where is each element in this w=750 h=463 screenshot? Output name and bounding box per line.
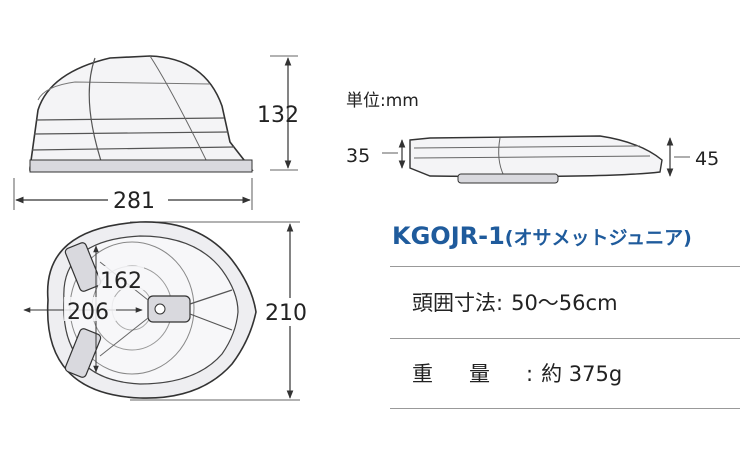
dim-depth-210: 210 bbox=[130, 221, 326, 401]
dim-folded-45: 45 bbox=[666, 137, 719, 177]
dim-inner-depth-label: 162 bbox=[100, 269, 142, 294]
spec-head-size: 頭囲寸法:50〜56cm bbox=[412, 291, 618, 315]
helmet-side-view bbox=[29, 55, 254, 173]
spec-head-size-value: 50〜56cm bbox=[511, 291, 618, 315]
spec-head-size-label: 頭囲寸法 bbox=[412, 291, 496, 315]
spec-weight: 重量:約 375g bbox=[412, 362, 623, 386]
dim-folded-right-label: 45 bbox=[695, 148, 719, 170]
spec-weight-label: 重量 bbox=[412, 362, 526, 386]
dim-height-label: 132 bbox=[257, 103, 299, 128]
dim-inner-162: 162 bbox=[93, 245, 144, 373]
divider-top bbox=[390, 266, 740, 267]
divider-middle bbox=[390, 338, 740, 339]
helmet-folded-view bbox=[409, 135, 663, 184]
dim-folded-left-label: 35 bbox=[346, 145, 370, 167]
unit-label: 単位:mm bbox=[346, 91, 419, 111]
model-number: KGOJR-1 bbox=[392, 222, 505, 250]
divider-bottom bbox=[390, 408, 740, 409]
dim-width-281: 281 bbox=[13, 178, 253, 214]
dim-folded-35: 35 bbox=[346, 139, 406, 169]
spec-weight-value: 約 375g bbox=[541, 362, 623, 386]
model-nickname: (オサメットジュニア) bbox=[504, 227, 692, 249]
dim-width-label: 281 bbox=[113, 189, 155, 214]
model-title: KGOJR-1(オサメットジュニア) bbox=[392, 222, 692, 250]
dim-inner-206: 206 bbox=[23, 297, 143, 325]
dim-height-132: 132 bbox=[257, 55, 299, 171]
dim-depth-label: 210 bbox=[265, 301, 307, 326]
dim-inner-width-label: 206 bbox=[67, 300, 109, 325]
